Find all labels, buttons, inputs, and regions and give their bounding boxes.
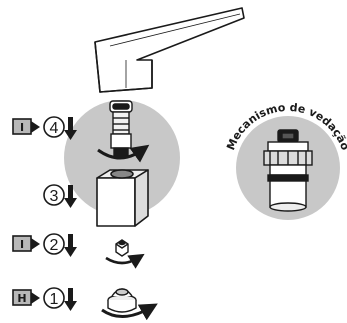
svg-text:3: 3 bbox=[50, 188, 59, 205]
step-2-number: 2 bbox=[43, 233, 65, 255]
arrow-down-icon bbox=[64, 185, 77, 208]
arrow-down-icon bbox=[64, 234, 77, 257]
cartridge-part bbox=[109, 100, 133, 157]
rotate-arrow-icon bbox=[105, 253, 145, 269]
sealing-mechanism-detail: Mecanismo de vedação bbox=[224, 101, 347, 220]
small-nut-part bbox=[115, 239, 129, 257]
faucet-body bbox=[94, 7, 245, 93]
arrow-down-icon bbox=[64, 117, 77, 140]
svg-text:2: 2 bbox=[50, 237, 59, 254]
step-2-key-i: I bbox=[12, 235, 40, 252]
step-1-number: 1 bbox=[43, 287, 65, 309]
key-H-icon: H bbox=[17, 292, 26, 305]
key-I-icon: I bbox=[20, 121, 24, 134]
cap-part bbox=[107, 288, 137, 313]
rotate-arrow-icon bbox=[97, 144, 150, 163]
step-3-number: 3 bbox=[43, 184, 65, 206]
svg-text:1: 1 bbox=[50, 291, 59, 308]
arrow-down-icon bbox=[64, 288, 77, 311]
step-1-key-h: H bbox=[12, 289, 40, 306]
step-4-key-i: I bbox=[12, 118, 40, 135]
key-I-icon: I bbox=[20, 238, 24, 251]
rotate-arrow-icon bbox=[101, 303, 158, 321]
svg-text:4: 4 bbox=[50, 120, 59, 137]
step-4-number: 4 bbox=[43, 116, 65, 138]
valve-block bbox=[96, 169, 149, 227]
